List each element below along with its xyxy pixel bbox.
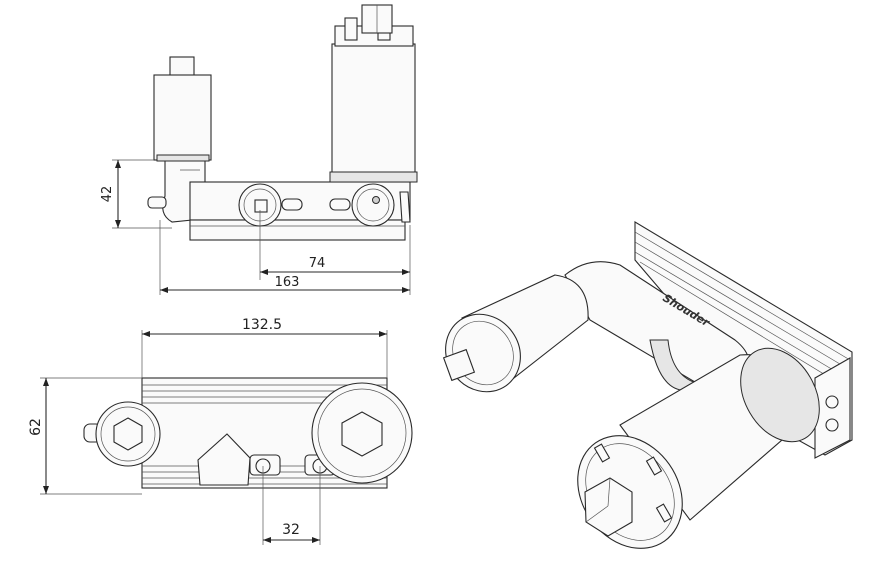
- dim-top-length: 132.5: [242, 317, 282, 333]
- top-left-hex: [113, 417, 143, 451]
- dim-front-centers: 74: [309, 256, 326, 271]
- top-right-hex: [341, 411, 383, 457]
- dim-front-height: 42: [100, 186, 115, 203]
- dim-front-overall: 163: [275, 275, 300, 290]
- top-view: 132.5 62 32: [28, 317, 413, 545]
- front-base-plate: [189, 219, 406, 241]
- front-right-port: [351, 183, 395, 227]
- front-right-cartridge: [331, 43, 416, 175]
- isometric-view: Shouder: [442, 221, 853, 549]
- dim-top-height: 62: [28, 418, 44, 436]
- front-view: 42 74 163: [100, 4, 418, 295]
- front-left-stem: [169, 56, 195, 78]
- front-left-cartridge: [153, 74, 212, 161]
- dim-top-centers: 32: [282, 522, 300, 538]
